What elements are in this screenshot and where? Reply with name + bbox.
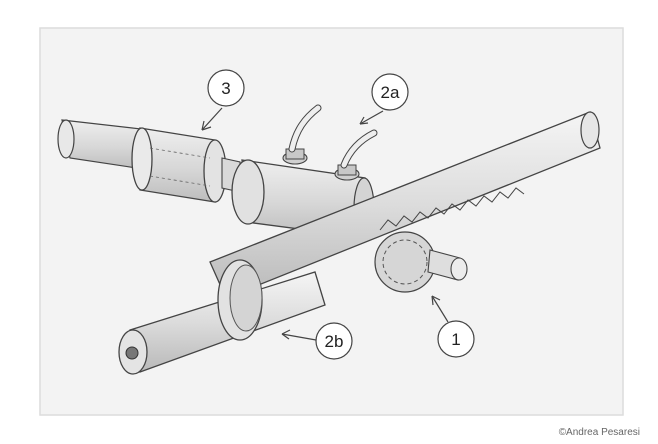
svg-text:2a: 2a: [381, 83, 400, 102]
credit-text: ©Andrea Pesaresi: [558, 427, 640, 438]
svg-text:3: 3: [221, 79, 230, 98]
pinion-gear: [374, 231, 468, 293]
svg-text:2b: 2b: [325, 332, 344, 351]
svg-text:1: 1: [451, 330, 460, 349]
callout-2b: 2b: [281, 322, 353, 360]
coupling-sleeve: [131, 127, 227, 203]
callout-2a: 2a: [359, 73, 409, 125]
callout-1: 1: [431, 295, 475, 358]
front-shaft: [118, 259, 326, 375]
callout-3: 3: [201, 69, 245, 131]
